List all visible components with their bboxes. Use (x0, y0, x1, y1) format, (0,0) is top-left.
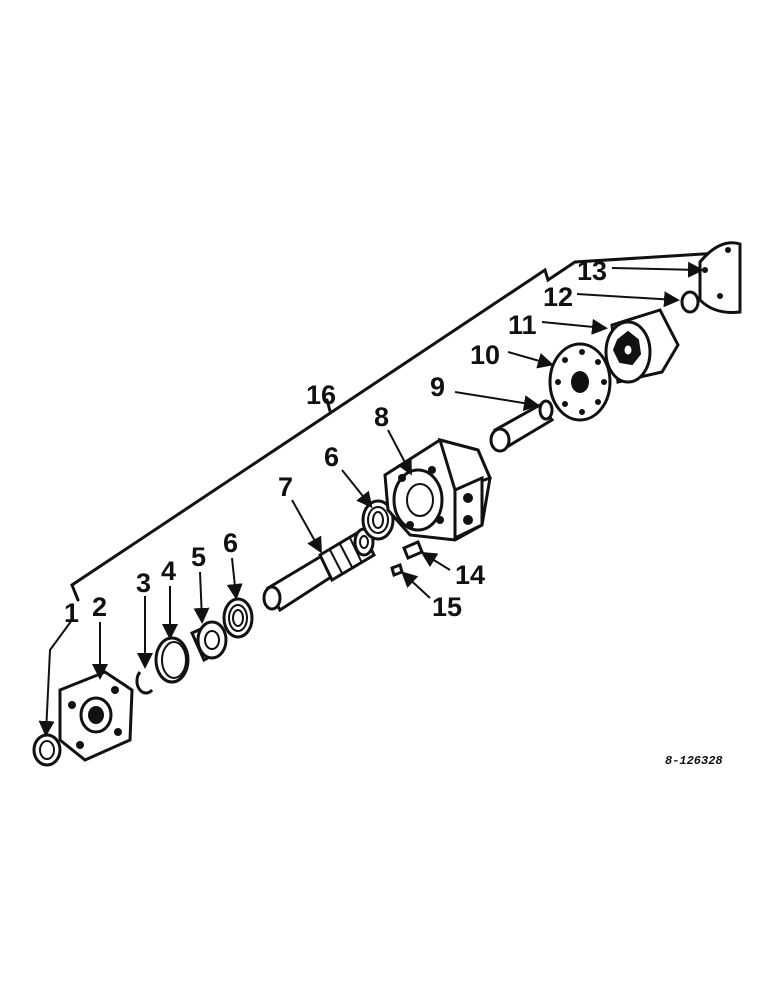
part-5-bushing (190, 620, 228, 663)
part-4-seal (154, 636, 190, 684)
callout-16: 16 (306, 380, 336, 410)
part-1-o-ring (32, 733, 62, 767)
part-6-bearing-right (361, 499, 395, 541)
callout-9: 9 (430, 372, 445, 402)
part-6-bearing-left (222, 597, 254, 639)
callout-12: 12 (543, 282, 573, 312)
callout-4: 4 (161, 556, 176, 586)
callout-7: 7 (278, 472, 293, 502)
callout-6-left: 6 (223, 528, 238, 558)
callout-11: 11 (508, 310, 537, 340)
callout-6-right: 6 (324, 442, 339, 472)
callout-5: 5 (191, 542, 206, 572)
reference-number: 8-126328 (665, 754, 723, 768)
part-12-spacer (680, 290, 700, 314)
callout-3: 3 (136, 568, 151, 598)
callout-8: 8 (374, 402, 389, 432)
part-2-flange-plate (58, 670, 134, 762)
callout-2: 2 (92, 592, 107, 622)
part-9-drive-shaft (489, 399, 555, 453)
callout-1: 1 (64, 598, 79, 628)
part-3-snap-ring (135, 671, 154, 695)
bracket-tick-16 (325, 398, 332, 413)
leader-lines (38, 261, 704, 737)
part-15-small-pin (390, 563, 404, 577)
callout-10: 10 (470, 340, 500, 370)
part-14-pin (402, 540, 424, 560)
callout-13: 13 (577, 256, 607, 286)
assembly-bracket-line (70, 250, 737, 602)
part-7-spool-shaft (262, 527, 376, 613)
callout-14: 14 (455, 560, 485, 590)
part-10-plate (548, 342, 612, 422)
part-11-gerotor (604, 308, 680, 384)
callout-15: 15 (432, 592, 462, 622)
part-13-end-cap (698, 241, 742, 314)
